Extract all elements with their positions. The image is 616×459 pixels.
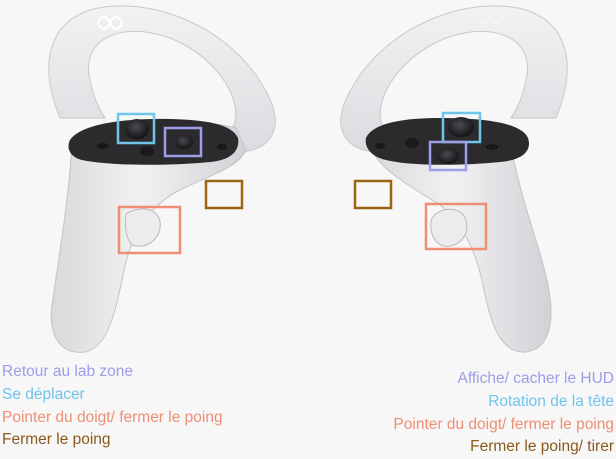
left-highlight-grip xyxy=(204,179,244,210)
legend-right-brown: Fermer le poing/ tirer xyxy=(470,438,614,456)
right-aux-button xyxy=(375,143,385,149)
right-highlight-b-button xyxy=(428,140,468,172)
legend-left-orange: Pointer du doigt/ fermer le poing xyxy=(2,408,223,426)
left-controller-legend: Retour au lab zone Se déplacer Pointer d… xyxy=(2,361,223,452)
meta-logo-icon xyxy=(96,15,124,31)
right-highlight-trigger xyxy=(424,202,488,251)
legend-right-purple: Affiche/ cacher le HUD xyxy=(457,370,615,387)
left-highlight-trigger xyxy=(117,205,182,255)
right-b-button[interactable] xyxy=(437,148,459,164)
left-grip xyxy=(50,121,247,353)
left-x-button[interactable] xyxy=(175,135,193,149)
meta-logo-icon xyxy=(476,10,504,24)
right-oculus-button[interactable] xyxy=(486,144,498,150)
legend-left-brown: Fermer le poing xyxy=(2,431,111,449)
left-aux-button xyxy=(217,144,227,150)
left-y-button[interactable] xyxy=(140,146,154,156)
left-trigger[interactable] xyxy=(125,208,161,247)
left-highlight-menu-button xyxy=(163,126,203,158)
right-controller xyxy=(340,5,568,353)
left-controller xyxy=(48,5,276,353)
legend-right-orange: Pointer du doigt/ fermer le poing xyxy=(393,415,614,433)
legend-left-purple: Retour au lab zone xyxy=(2,363,133,380)
legend-left-blue: Se déplacer xyxy=(2,385,85,403)
right-controller-legend: Affiche/ cacher le HUD Rotation de la tê… xyxy=(393,368,614,459)
right-highlight-grip xyxy=(353,179,393,210)
left-highlight-thumbstick xyxy=(116,112,156,145)
right-tracking-ring xyxy=(340,5,568,153)
left-menu-button[interactable] xyxy=(97,143,109,149)
legend-right-blue: Rotation de la tête xyxy=(488,392,614,410)
right-thumbstick[interactable] xyxy=(448,117,474,137)
left-tracking-ring xyxy=(48,5,276,153)
right-trigger[interactable] xyxy=(430,208,468,247)
left-thumbstick[interactable] xyxy=(125,119,149,139)
right-a-button[interactable] xyxy=(405,138,419,148)
